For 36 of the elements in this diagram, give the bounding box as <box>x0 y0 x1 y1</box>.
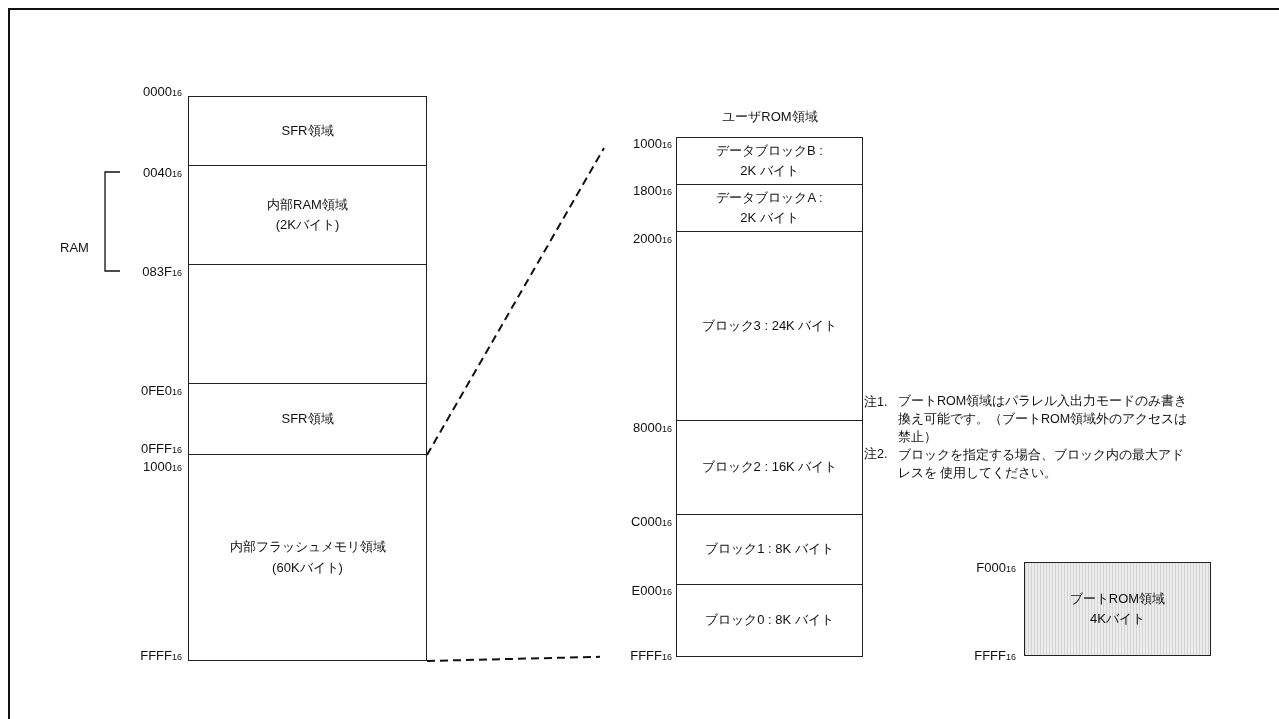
region-label: データブロックA : <box>716 188 823 207</box>
memory-block <box>188 264 427 384</box>
bracket-label: RAM <box>60 240 90 255</box>
memory-block <box>676 584 863 657</box>
note-number: 注2. <box>864 446 889 463</box>
region-label: SFR領域 <box>281 409 334 428</box>
region-label: 2K バイト <box>740 209 799 227</box>
region-label: ブートROM領域 <box>1069 589 1166 608</box>
dashed-line <box>426 147 605 457</box>
region-label: ブロック3 : 24K バイト <box>701 316 838 335</box>
region-label: ブロック0 : 8K バイト <box>705 611 834 630</box>
note-text: ブロックを指定する場合、ブロック内の最大アドレスを 使用してください。 <box>898 447 1185 482</box>
note-text: ブートROM領域はパラレル入出力モードのみ書き換え可能です。（ブートROM領域外のアクセスは禁止） <box>898 393 1189 446</box>
memory-block <box>676 514 863 585</box>
boot-rom-block <box>1024 562 1211 656</box>
memory-block <box>188 165 427 265</box>
region-label: 4Kバイト <box>1090 610 1145 628</box>
memory-block <box>188 454 427 661</box>
region-label: (60Kバイト) <box>272 558 343 577</box>
memory-block <box>188 383 427 455</box>
region-label: 内部フラッシュメモリ領域 <box>229 538 386 557</box>
region-label: (2Kバイト) <box>275 216 340 234</box>
region-label: SFR領域 <box>281 121 334 140</box>
memory-block <box>676 137 863 185</box>
note-number: 注1. <box>864 394 889 411</box>
memory-block <box>676 420 863 515</box>
memory-block <box>676 231 863 421</box>
region-label: データブロックB : <box>716 141 823 160</box>
region-label: 内部RAM領域 <box>267 195 348 214</box>
column-title: ユーザROM領域 <box>721 108 819 126</box>
dashed-line <box>426 655 601 662</box>
memory-block <box>188 96 427 166</box>
region-label: 2K バイト <box>740 162 799 180</box>
memory-block <box>676 184 863 232</box>
region-label: ブロック1 : 8K バイト <box>705 540 834 559</box>
region-label: ブロック2 : 16K バイト <box>701 458 838 477</box>
